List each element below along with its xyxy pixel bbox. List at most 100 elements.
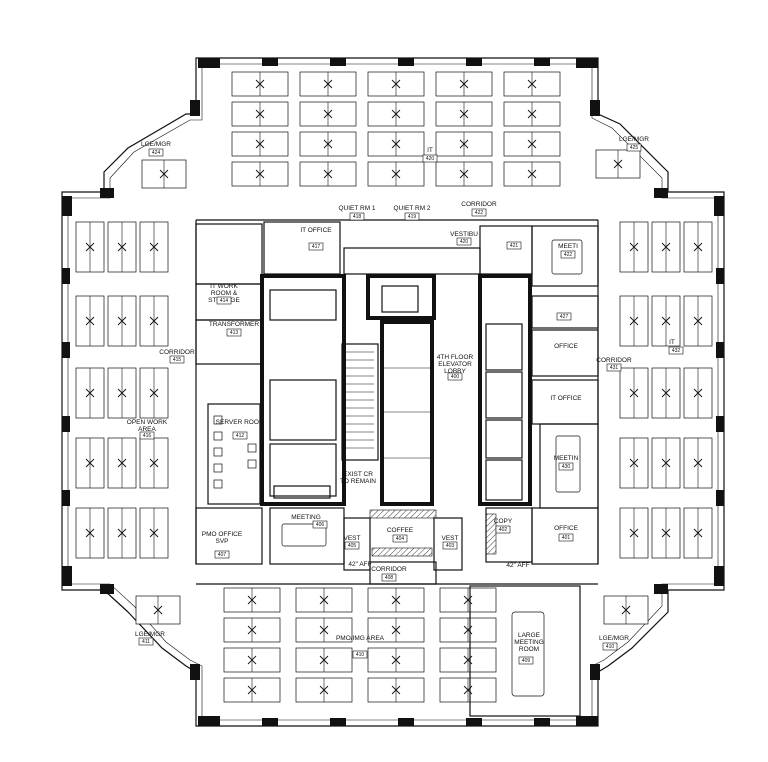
room-number-tag [381,573,397,582]
workstation-pod [75,437,105,489]
workstation-pod [619,507,649,559]
room-number-corridor-left: 415 [173,357,182,363]
workstation-pod [435,71,493,97]
room-number-tag [422,154,438,163]
room-number-open-work: 416 [143,433,152,439]
workstation-pod [651,507,681,559]
workstation-pod [439,587,497,613]
workstation-pod [503,131,561,157]
workstation-pod [295,587,353,613]
room-name-corridor-bottom: CORRIDOR [371,566,407,573]
workstation-pod [367,587,425,613]
room-name-corridor-left: CORRIDOR [159,349,195,356]
workstation-pod [107,437,137,489]
workstation-pod [595,149,641,179]
room-number-tag [214,550,230,559]
room-name-lgemgr-br: LGE/MGR [599,635,629,642]
room-number-quiet2: 419 [408,214,417,220]
room-name-pmo-img: PMO/IMG AREA [336,635,385,642]
room-number-vestibule-top: 420 [460,239,469,245]
workstation-pod [223,617,281,643]
room-number-it: 420 [426,156,435,162]
room-name-copy: COPY [494,518,513,525]
room-name-it: IT [427,147,433,154]
room-name-office-401: OFFICE [554,525,578,532]
workstation-pod [503,101,561,127]
workstation-pod [299,161,357,187]
room-number-tag [626,143,642,152]
workstation-pod [435,131,493,157]
room-number-tag [558,533,574,542]
room-number-tag [169,355,185,364]
workstation-pod [141,159,187,189]
room-number-meeting-422: 422 [564,252,573,258]
workstation-pod [75,295,105,347]
workstation-pod [107,221,137,273]
room-name-corridor-top: CORRIDOR [461,201,497,208]
workstation-pod [619,221,649,273]
workstation-pod [439,647,497,673]
workstation-pod [139,367,169,419]
note-aff-right: 42" AFF [506,562,529,569]
room-name-coffee: COFFEE [387,527,414,534]
room-number-lobby: 400 [451,374,460,380]
room-number-it-workroom: 414 [220,298,229,304]
room-number-vest-left: 405 [348,543,357,549]
workstation-pod [367,101,425,127]
workstation-pod [295,617,353,643]
perimeter-columns [62,58,724,726]
workstation-pod [651,221,681,273]
room-number-coffee: 404 [396,536,405,542]
room-number-tag [232,431,248,440]
room-number-lgemgr-tl: 424 [152,150,161,156]
workstation-pod [75,367,105,419]
room-name-meeting-406: MEETING [291,514,321,521]
large-meeting-table [511,611,545,697]
workstation-pod [107,507,137,559]
workstation-pod [223,587,281,613]
room-number-tag [471,208,487,217]
room-number-large-meeting: 409 [522,658,531,664]
workstation-pod [231,71,289,97]
room-number-tag [558,462,574,471]
room-number-tag [556,312,572,321]
room-number-vest-right: 403 [446,543,455,549]
workstation-pod [367,647,425,673]
room-number-office-401: 401 [562,535,571,541]
workstation-pod [299,101,357,127]
room-number-tag [349,212,365,221]
room-number-pmo-office: 407 [218,552,227,558]
note-aff-left: 42" AFF [348,561,371,568]
room-name-office-right: OFFICE [554,343,578,350]
building-core [260,247,532,557]
workstation-pod [683,507,713,559]
room-number-tag [518,656,534,665]
workstation-pod [367,617,425,643]
meeting-table-406 [281,523,327,547]
room-number-tag [392,534,408,543]
workstation-pod [651,367,681,419]
workstation-pod [439,677,497,703]
room-number-meeting-406: 406 [316,522,325,528]
workstation-pod [619,295,649,347]
room-number-server: 412 [236,433,245,439]
room-number-tag [668,346,684,355]
workstation-pod [231,161,289,187]
room-number-tag [442,541,458,550]
workstation-pod [439,617,497,643]
room-name-it-right: IT [669,339,675,346]
room-number-meeting-430: 430 [562,464,571,470]
workstation-pod [231,131,289,157]
workstation-pod [367,677,425,703]
room-number-tag [226,328,242,337]
room-name-server: SERVER ROOM [216,419,265,426]
workstation-pod [367,131,425,157]
room-number-tag [404,212,420,221]
room-number-tag [506,241,522,250]
workstation-pod [295,647,353,673]
room-name-meeting-430: MEETIN [554,455,579,462]
workstation-pod [503,71,561,97]
